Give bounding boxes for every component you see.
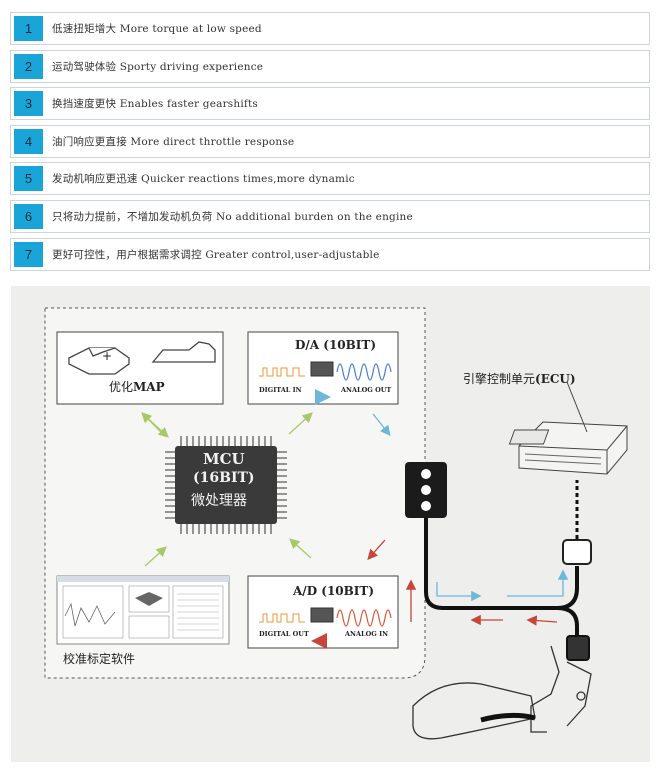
diagram-graphics	[44, 307, 628, 740]
pedal-side-connector	[566, 635, 590, 661]
calibration-software-label: 校准标定软件	[63, 652, 136, 666]
da-chip-icon	[310, 361, 334, 377]
feature-text: 更好可控性，用户根据需求调控 Greater control,user-adju…	[52, 248, 380, 261]
feature-row-3: 3 换挡速度更快 Enables faster gearshifts	[10, 87, 650, 121]
feature-row-1: 1 低速扭矩增大 More torque at low speed	[10, 12, 650, 45]
feature-row-5: 5 发动机响应更迅速 Quicker reactions times,more …	[10, 162, 650, 196]
controller-cable	[424, 518, 579, 610]
mcu-chip-pins	[165, 436, 287, 534]
mcu-to-da-arrow	[288, 412, 313, 435]
feature-text: 换挡速度更快 Enables faster gearshifts	[52, 98, 258, 111]
ecu-side-connector	[562, 539, 592, 565]
feature-number-badge: 1	[14, 16, 43, 41]
feature-text: 只将动力提前，不增加发动机负荷 No additional burden on …	[52, 210, 413, 223]
feature-number-badge: 4	[14, 128, 43, 154]
feature-text: 油门响应更直接 More direct throttle response	[52, 135, 295, 148]
feature-list: 1 低速扭矩增大 More torque at low speed 2 运动驾驶…	[10, 12, 650, 275]
mcu-chip-body	[175, 446, 277, 524]
ad-digital-out-label: DIGITAL OUT	[259, 630, 309, 638]
mcu-to-map-arrow	[141, 412, 164, 435]
signal-blue-out-arrow	[436, 582, 482, 602]
da-to-module-arrow	[372, 413, 391, 437]
system-diagram: + 优化MAP D/A (10BIT) DIGITAL IN ANALOG OU…	[11, 286, 650, 762]
feature-text: 运动驾驶体验 Sporty driving experience	[52, 60, 264, 73]
map-label: 优化MAP	[109, 378, 165, 395]
shoe-illustration	[412, 682, 536, 740]
da-analog-out-label: ANALOG OUT	[341, 386, 392, 394]
ecu-label: 引擎控制单元(ECU)	[463, 370, 576, 387]
feature-text: 发动机响应更迅速 Quicker reactions times,more dy…	[52, 173, 355, 186]
feature-row-7: 7 更好可控性，用户根据需求调控 Greater control,user-ad…	[10, 237, 650, 271]
map-terrain-icon	[67, 347, 131, 375]
feature-number-badge: 3	[14, 91, 43, 117]
feature-number-badge: 7	[14, 241, 43, 267]
ad-title: A/D (10BIT)	[293, 584, 375, 598]
ad-chip-icon	[310, 607, 334, 623]
feature-number-badge: 6	[14, 203, 43, 229]
feature-row-4: 4 油门响应更直接 More direct throttle response	[10, 124, 650, 158]
feature-number-badge: 5	[14, 166, 43, 192]
analog-signal-wave	[336, 363, 392, 381]
da-title: D/A (10BIT)	[295, 338, 377, 352]
signal-red-pedal-arrow	[526, 615, 558, 626]
feature-row-6: 6 只将动力提前，不增加发动机负荷 No additional burden o…	[10, 199, 650, 233]
accelerator-pedal-illustration	[530, 645, 592, 733]
feature-row-2: 2 运动驾驶体验 Sporty driving experience	[10, 49, 650, 83]
plus-sign: +	[102, 349, 113, 363]
feature-text: 低速扭矩增大 More torque at low speed	[52, 23, 262, 35]
map-label-cn: 优化	[109, 380, 134, 394]
module-to-ad-arrow	[367, 539, 386, 560]
ad-to-mcu-arrow	[289, 538, 312, 559]
mcu-microprocessor-label: 微处理器	[191, 493, 247, 509]
map-curve-icon	[151, 341, 216, 363]
mcu-label: MCU	[203, 450, 245, 468]
ecu-label-en: (ECU)	[535, 372, 576, 386]
ecu-label-cn: 引擎控制单元	[463, 372, 536, 386]
digital-out-wave	[259, 613, 305, 623]
map-label-en: MAP	[133, 380, 165, 394]
ecu-pointer-line	[566, 381, 588, 433]
digital-signal-wave	[259, 367, 305, 377]
pedal-cable	[556, 606, 579, 638]
mcu-bits-label: (16BIT)	[193, 470, 255, 486]
calib-to-mcu-arrow	[144, 546, 167, 567]
analog-in-wave	[336, 609, 392, 627]
da-digital-in-label: DIGITAL IN	[259, 386, 302, 394]
feature-number-badge: 2	[14, 53, 43, 79]
ad-analog-in-label: ANALOG IN	[345, 630, 389, 638]
signal-blue-in-arrow	[507, 569, 569, 597]
ecu-unit	[508, 421, 628, 475]
